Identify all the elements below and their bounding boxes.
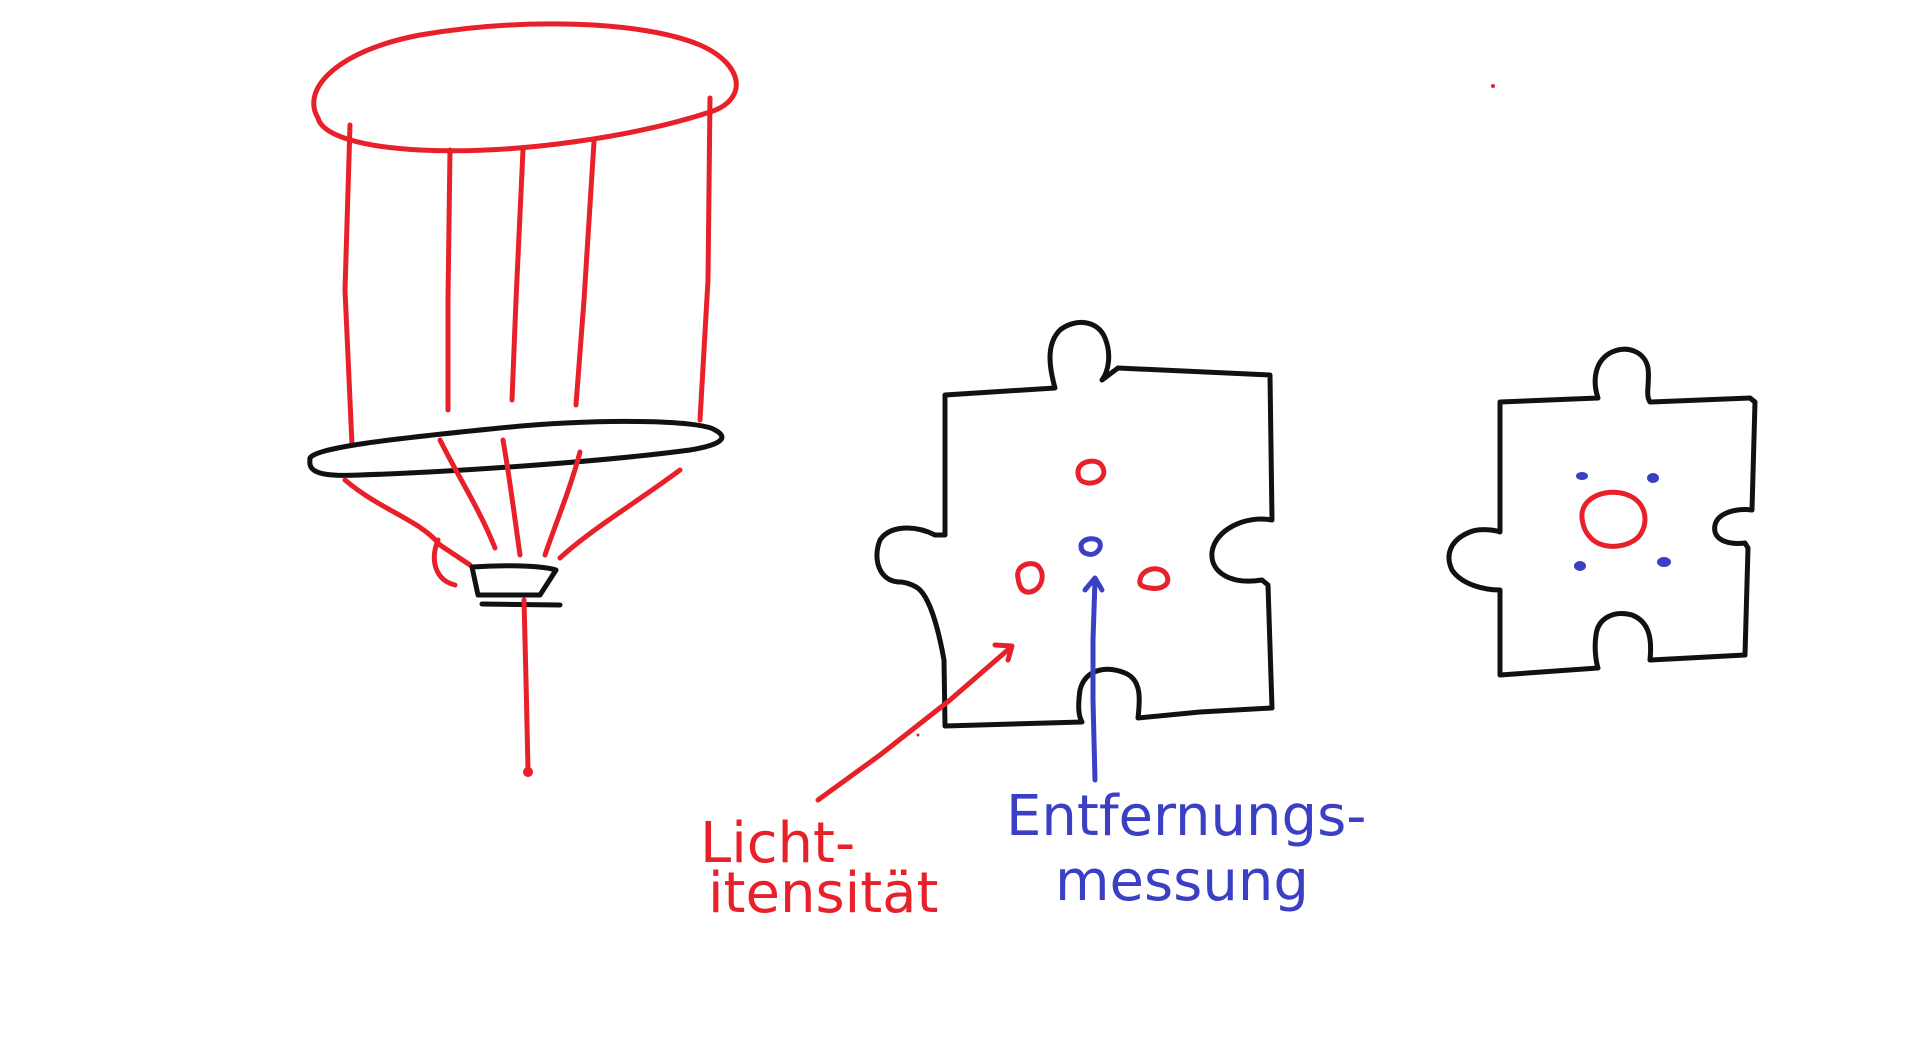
distance-sensor-dots [1574, 472, 1671, 571]
puzzle-piece-right [1446, 346, 1758, 678]
label-distance-line2: messung [1055, 849, 1309, 914]
distance-dot-tr [1647, 473, 1659, 483]
lens-ellipse [307, 418, 725, 478]
light-source-ellipse [311, 21, 739, 154]
focal-line [521, 597, 531, 773]
sensor-base [479, 601, 563, 608]
light-arrow [815, 642, 1015, 803]
light-sensor-left [1015, 561, 1045, 595]
focal-point [523, 767, 533, 777]
lens-diagram [307, 21, 739, 777]
center-light-sensor [1579, 489, 1648, 549]
distance-dot-tl [1576, 472, 1588, 480]
light-sensor-top [1075, 458, 1107, 486]
distance-arrow [1082, 575, 1105, 783]
distance-dot-br [1657, 557, 1671, 567]
light-sensor-right [1137, 566, 1171, 591]
light-sensors [1015, 458, 1171, 595]
puzzle-piece-main [874, 320, 1275, 729]
distance-sensor [1078, 536, 1103, 557]
sensor-body [469, 563, 559, 598]
parallel-rays [342, 95, 713, 448]
puzzle-outline-main [874, 320, 1275, 729]
label-distance-line1: Entfernungs- [1006, 784, 1366, 849]
label-light-line2: itensität [708, 861, 938, 926]
stray-dot-red-mid [916, 733, 920, 737]
label-light-line1: Licht- [700, 811, 855, 876]
distance-dot-bl [1574, 561, 1586, 571]
converging-rays [342, 437, 683, 588]
stray-dot-red-top [1491, 84, 1495, 88]
puzzle-outline-right [1446, 346, 1758, 678]
